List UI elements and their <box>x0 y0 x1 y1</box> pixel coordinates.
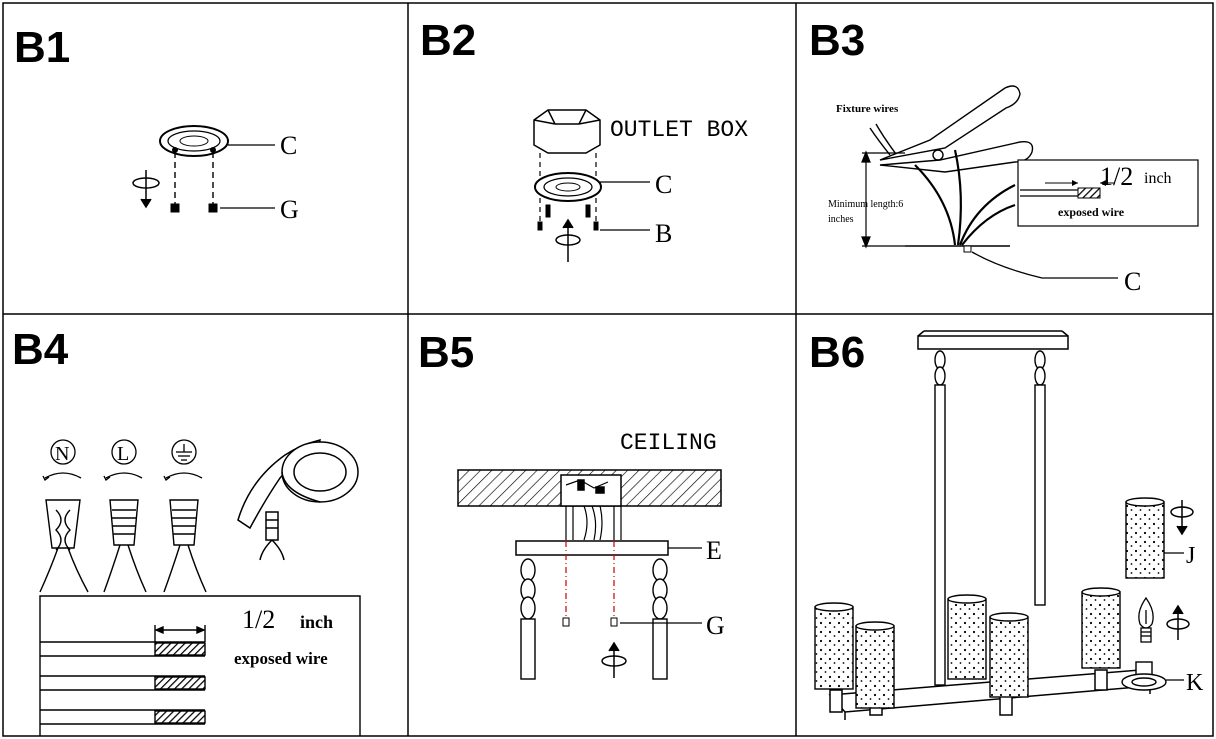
label-e: E <box>706 536 722 565</box>
glass-shade <box>989 612 1029 698</box>
label-g: G <box>706 611 725 640</box>
suspension-rods <box>934 350 1046 686</box>
label-inches: inches <box>828 214 854 225</box>
label-outlet-box: OUTLET BOX <box>610 117 748 143</box>
mounting-bracket <box>534 153 602 231</box>
outlet-box <box>533 109 601 154</box>
exposed-wire-callout <box>1017 159 1199 227</box>
suspension-chains <box>520 558 668 680</box>
minimum-length-dimension <box>861 150 905 249</box>
glass-shade <box>1081 587 1121 669</box>
socket-cup-k <box>1121 661 1167 691</box>
label-minimum-length: Minimum length:6 <box>828 199 903 210</box>
label-half: 1/2 <box>242 605 275 634</box>
glass-shades <box>814 497 1165 709</box>
fixture-wires <box>914 149 1016 246</box>
label-fixture-wires: Fixture wires <box>836 103 899 115</box>
glass-shade <box>947 594 987 680</box>
panel-b4: B4 N L <box>12 325 361 736</box>
label-half: 1/2 <box>1100 162 1133 191</box>
label-c: C <box>655 170 672 199</box>
panel-b3: B3 Fixture wires Minimum length:6 inches <box>809 16 1199 296</box>
panel-b5: B5 CEILING E G <box>418 328 725 680</box>
label-l: L <box>117 443 129 465</box>
wire-connectors <box>39 499 207 593</box>
label-inch: inch <box>300 612 333 632</box>
label-g: G <box>280 195 299 224</box>
rotate-arrow-icon <box>1170 500 1194 536</box>
panel-title-b2: B2 <box>420 16 476 65</box>
label-n: N <box>55 443 69 465</box>
neutral-terminal-icon <box>42 439 82 481</box>
glass-shade-j <box>1125 497 1165 579</box>
rotate-arrow-icon <box>601 641 627 678</box>
panel-b6: B6 <box>809 328 1204 720</box>
crossbar-bracket <box>159 125 229 213</box>
glass-shade <box>814 602 854 690</box>
label-b: B <box>655 219 672 248</box>
glass-shade <box>855 621 895 709</box>
label-k: K <box>1186 670 1204 696</box>
label-c: C <box>1124 267 1141 296</box>
live-terminal-icon <box>103 439 143 481</box>
label-inch: inch <box>1144 170 1172 187</box>
rotate-arrow-icon <box>555 218 581 262</box>
panel-b2: B2 OUTLET BOX C B <box>420 16 748 262</box>
panel-title-b6: B6 <box>809 328 865 377</box>
stripping-guide <box>39 595 361 736</box>
ceiling-slab <box>457 469 722 507</box>
chandelier-canopy <box>917 330 1069 350</box>
panel-b1: B1 C G <box>14 23 299 224</box>
label-exposed-wire: exposed wire <box>1058 205 1125 219</box>
crossbar <box>515 540 669 556</box>
candle-bulb-icon <box>1138 596 1154 643</box>
label-c: C <box>280 131 297 160</box>
label-ceiling: CEILING <box>620 430 717 456</box>
label-exposed-wire: exposed wire <box>234 649 328 668</box>
rotate-arrow-icon <box>1166 604 1190 640</box>
canopy-wires <box>565 505 622 541</box>
panel-title-b3: B3 <box>809 16 865 65</box>
panel-title-b1: B1 <box>14 23 70 72</box>
ground-icon <box>163 439 203 481</box>
electrical-tape-icon <box>237 438 359 561</box>
panel-title-b5: B5 <box>418 328 474 377</box>
panel-title-b4: B4 <box>12 325 69 374</box>
label-j: J <box>1186 543 1195 569</box>
rotate-arrow-icon <box>132 170 160 209</box>
wire-stripper-icon <box>869 85 1034 173</box>
